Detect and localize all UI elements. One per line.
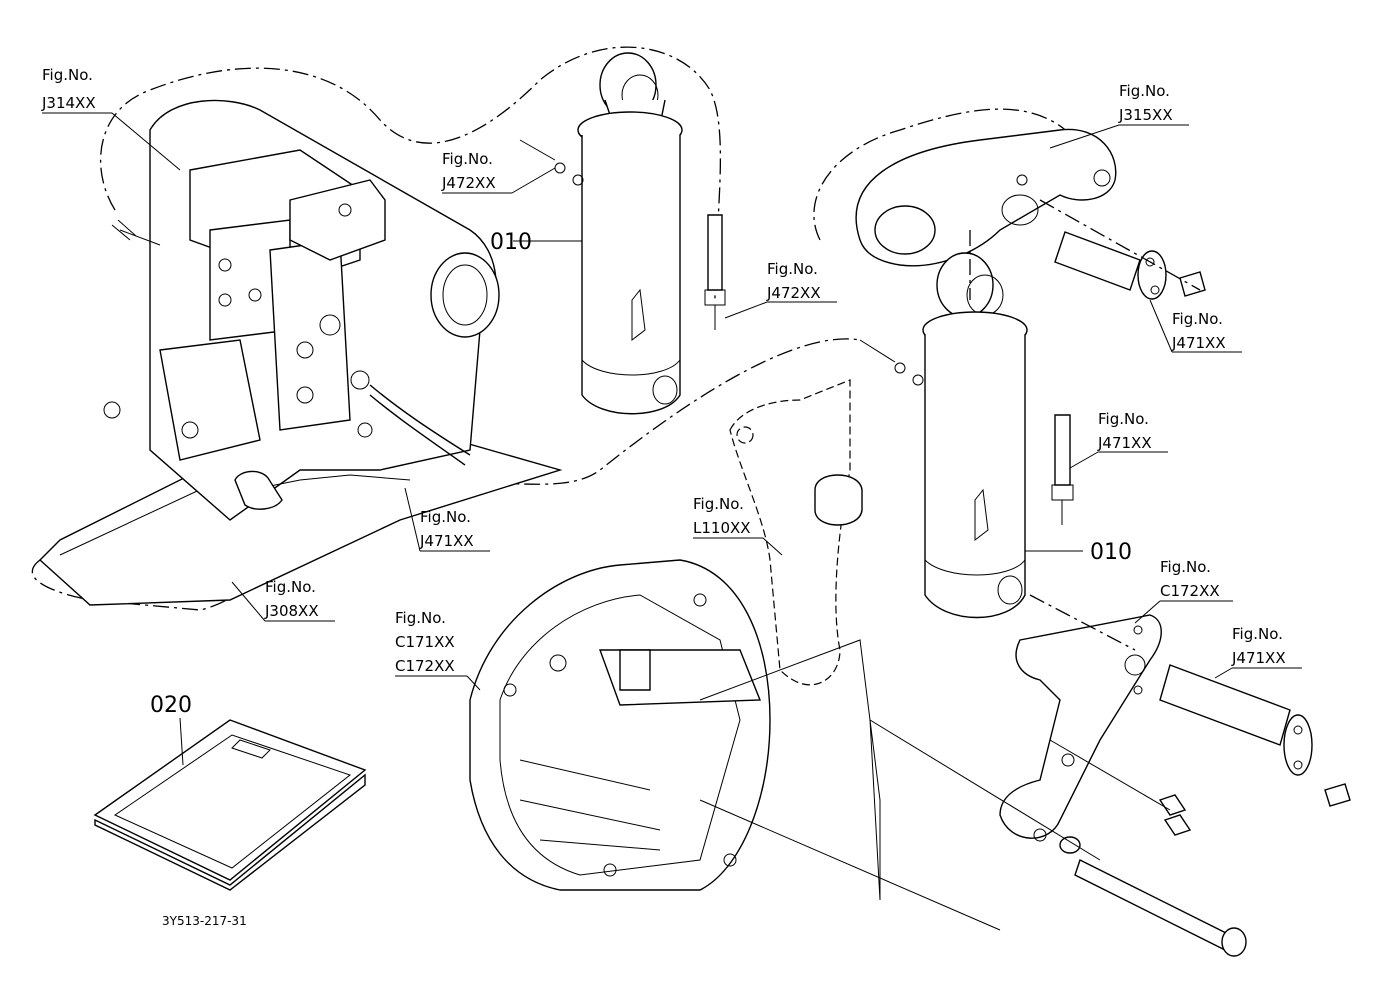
hydraulic-control-valve-assembly	[38, 99, 563, 606]
part-number-manual: 020	[150, 693, 192, 718]
part-number-cylinder-left: 010	[490, 230, 532, 255]
cylinder-bracket	[999, 614, 1162, 842]
callout-j315-code: J315XX	[1118, 106, 1173, 124]
operator-manual	[93, 719, 367, 891]
callout-j471-a: Fig.No. J471XX	[1171, 310, 1226, 352]
callout-l110: Fig.No. L110XX	[693, 495, 751, 537]
callout-l110-fig: Fig.No.	[693, 495, 744, 513]
callout-j471-c-fig: Fig.No.	[420, 508, 471, 526]
callout-j471-b-fig: Fig.No.	[1098, 410, 1149, 428]
callout-c171-c172-code2: C172XX	[395, 657, 455, 675]
callout-j314-code: J314XX	[41, 94, 96, 112]
hose-fitting-left	[519, 139, 726, 330]
lift-cylinder-left	[577, 52, 683, 415]
callout-j471-c-code: J471XX	[419, 532, 474, 550]
transmission-case	[469, 559, 771, 891]
callout-c171-c172: Fig.No. C171XX C172XX	[395, 609, 455, 675]
lift-cylinder-right	[922, 252, 1028, 619]
callout-j472-a-fig: Fig.No.	[442, 150, 493, 168]
callout-j471-b-code: J471XX	[1097, 434, 1152, 452]
callout-j472-a-code: J472XX	[441, 174, 496, 192]
callout-j472-b: Fig.No. J472XX	[766, 260, 821, 302]
drawing-number: 3Y513-217-31	[162, 914, 247, 928]
callout-j308-code: J308XX	[264, 602, 319, 620]
frame-bracket-phantom	[729, 379, 863, 686]
callout-j471-d-fig: Fig.No.	[1232, 625, 1283, 643]
callout-j315-fig: Fig.No.	[1119, 82, 1170, 100]
callout-j471-d: Fig.No. J471XX	[1231, 625, 1286, 667]
phantom-outline-upper	[99, 46, 722, 301]
callout-j471-c: Fig.No. J471XX	[419, 508, 474, 550]
callout-leaders	[42, 112, 1302, 766]
leader-nut-line	[1049, 739, 1171, 811]
callout-j308: Fig.No. J308XX	[264, 578, 319, 620]
hose-fitting-right	[859, 339, 1074, 525]
leader-bolt-line	[699, 799, 1001, 931]
lift-arm	[855, 128, 1117, 267]
part-number-cylinder-right: 010	[1090, 540, 1132, 565]
bracket-bolt	[1059, 794, 1247, 957]
callout-j472-a: Fig.No. J472XX	[441, 150, 496, 192]
callout-j471-a-fig: Fig.No.	[1172, 310, 1223, 328]
leader-arm-to-pin	[1039, 199, 1201, 291]
callout-c172: Fig.No. C172XX	[1160, 558, 1220, 600]
lift-arm-pin	[1054, 231, 1206, 300]
callout-j314: Fig.No. J314XX	[41, 66, 96, 112]
callout-l110-code: L110XX	[693, 519, 751, 537]
callout-j472-b-code: J472XX	[766, 284, 821, 302]
callout-c172-fig: Fig.No.	[1160, 558, 1211, 576]
callout-j315: Fig.No. J315XX	[1118, 82, 1173, 124]
callout-j314-fig: Fig.No.	[42, 66, 93, 84]
callout-j308-fig: Fig.No.	[265, 578, 316, 596]
bracket-pin	[1159, 664, 1351, 807]
callout-c171-c172-fig: Fig.No.	[395, 609, 446, 627]
callout-j471-a-code: J471XX	[1171, 334, 1226, 352]
leader-pin-to-bracket	[1029, 594, 1136, 651]
callout-j471-d-code: J471XX	[1231, 649, 1286, 667]
callout-c172-code: C172XX	[1160, 582, 1220, 600]
callout-c171-c172-code1: C171XX	[395, 633, 455, 651]
leader-case-to-bracket	[699, 639, 1101, 901]
callout-j472-b-fig: Fig.No.	[767, 260, 818, 278]
callout-j471-b: Fig.No. J471XX	[1097, 410, 1152, 452]
